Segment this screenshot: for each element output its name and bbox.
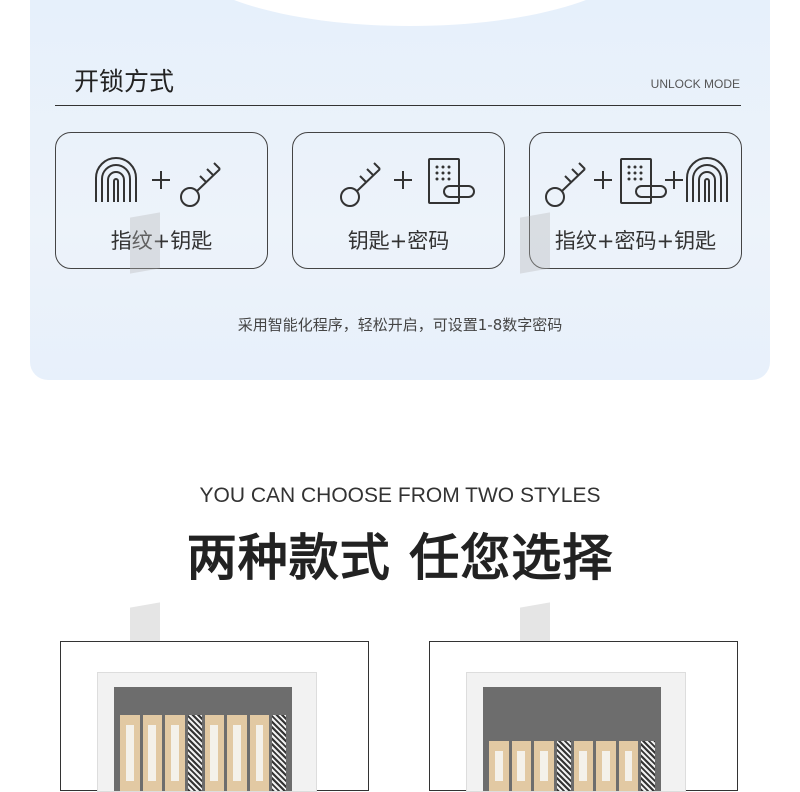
key-icon xyxy=(340,162,381,207)
plus-icon xyxy=(151,170,171,190)
top-ellipse-decoration xyxy=(180,0,640,26)
binders xyxy=(489,741,655,791)
option-label: 钥匙+密码 xyxy=(347,229,450,253)
binders xyxy=(120,715,286,791)
styles-title: 两种款式 任您选择 xyxy=(186,529,614,587)
style-option-1-image xyxy=(60,641,369,792)
unlock-option-key-password: 钥匙+密码 xyxy=(292,132,505,269)
option-label: 指纹+钥匙 xyxy=(110,229,213,253)
keypad-icon xyxy=(620,158,667,204)
plus-icon xyxy=(393,170,413,190)
fingerprint-icon xyxy=(686,157,728,203)
cabinet-image xyxy=(466,672,686,792)
unlock-caption: 采用智能化程序，轻松开启，可设置1-8数字密码 xyxy=(237,316,563,334)
plus-icon xyxy=(593,170,613,190)
section-title: 开锁方式 xyxy=(74,67,175,96)
option-icons xyxy=(340,158,475,207)
watermark-logo xyxy=(520,212,550,274)
unlock-mode-panel: 开锁方式 UNLOCK MODE 指纹+钥匙 钥匙+密码 指纹+密码+钥匙 采用… xyxy=(30,0,770,380)
watermark-logo xyxy=(130,212,160,274)
option-icons xyxy=(545,157,728,207)
cabinet-image xyxy=(97,672,317,792)
keypad-icon xyxy=(428,158,475,204)
fingerprint-icon xyxy=(95,157,137,203)
plus-icon xyxy=(664,170,684,190)
key-icon xyxy=(180,162,221,207)
option-icons xyxy=(95,157,221,207)
key-icon xyxy=(545,162,586,207)
section-subtitle: UNLOCK MODE xyxy=(650,77,740,91)
unlock-option-fingerprint-key: 指纹+钥匙 xyxy=(55,132,268,269)
divider xyxy=(55,105,741,106)
style-option-2-image xyxy=(429,641,738,792)
unlock-option-fingerprint-password-key: 指纹+密码+钥匙 xyxy=(529,132,742,269)
option-label: 指纹+密码+钥匙 xyxy=(554,229,717,253)
styles-subtitle-en: YOU CAN CHOOSE FROM TWO STYLES xyxy=(199,484,601,507)
